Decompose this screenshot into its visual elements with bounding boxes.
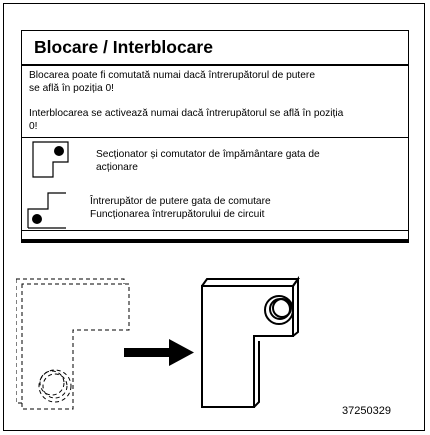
interlock-note: Interblocarea se activează numai dacă în… bbox=[29, 107, 343, 133]
interlock-plate-bottom-left-pin-icon bbox=[27, 192, 66, 229]
interlock-note-line: Interblocarea se activează numai dacă în… bbox=[29, 108, 344, 119]
interlock-plate-top-right-pin-icon bbox=[32, 141, 69, 178]
blocking-note-line: se află în poziția 0! bbox=[29, 83, 114, 94]
drawing-number: 37250329 bbox=[342, 405, 391, 417]
figure-frame bbox=[3, 3, 425, 431]
label-bottom-rule bbox=[22, 239, 408, 242]
transition-arrow-icon bbox=[124, 339, 194, 366]
legend-item-breaker-ready: Întrerupător de putere gata de comutare … bbox=[90, 195, 271, 221]
blocking-note: Blocarea poate fi comutată numai dacă în… bbox=[29, 69, 315, 95]
instruction-label: Blocare / Interblocare Blocarea poate fi… bbox=[21, 30, 409, 243]
legend-item-disconnector-ready: Secționator și comutator de împământare … bbox=[96, 148, 320, 174]
blocking-note-line: Blocarea poate fi comutată numai dacă în… bbox=[29, 70, 315, 81]
title-divider bbox=[22, 64, 408, 66]
legend-line: Funcționarea întrerupătorului de circuit bbox=[90, 209, 265, 220]
legend-divider bbox=[22, 137, 408, 138]
label-title: Blocare / Interblocare bbox=[34, 37, 213, 57]
legend-line: Întrerupător de putere gata de comutare bbox=[90, 196, 271, 207]
plate-after-solid bbox=[201, 275, 300, 408]
plate-before-dashed bbox=[16, 278, 130, 410]
interlock-note-line: 0! bbox=[29, 121, 38, 132]
interlock-plate-diagram bbox=[16, 275, 300, 410]
legend-line: acționare bbox=[96, 162, 138, 173]
legend-line: Secționator și comutator de împământare … bbox=[96, 149, 320, 160]
label-inner-rule bbox=[22, 230, 408, 231]
